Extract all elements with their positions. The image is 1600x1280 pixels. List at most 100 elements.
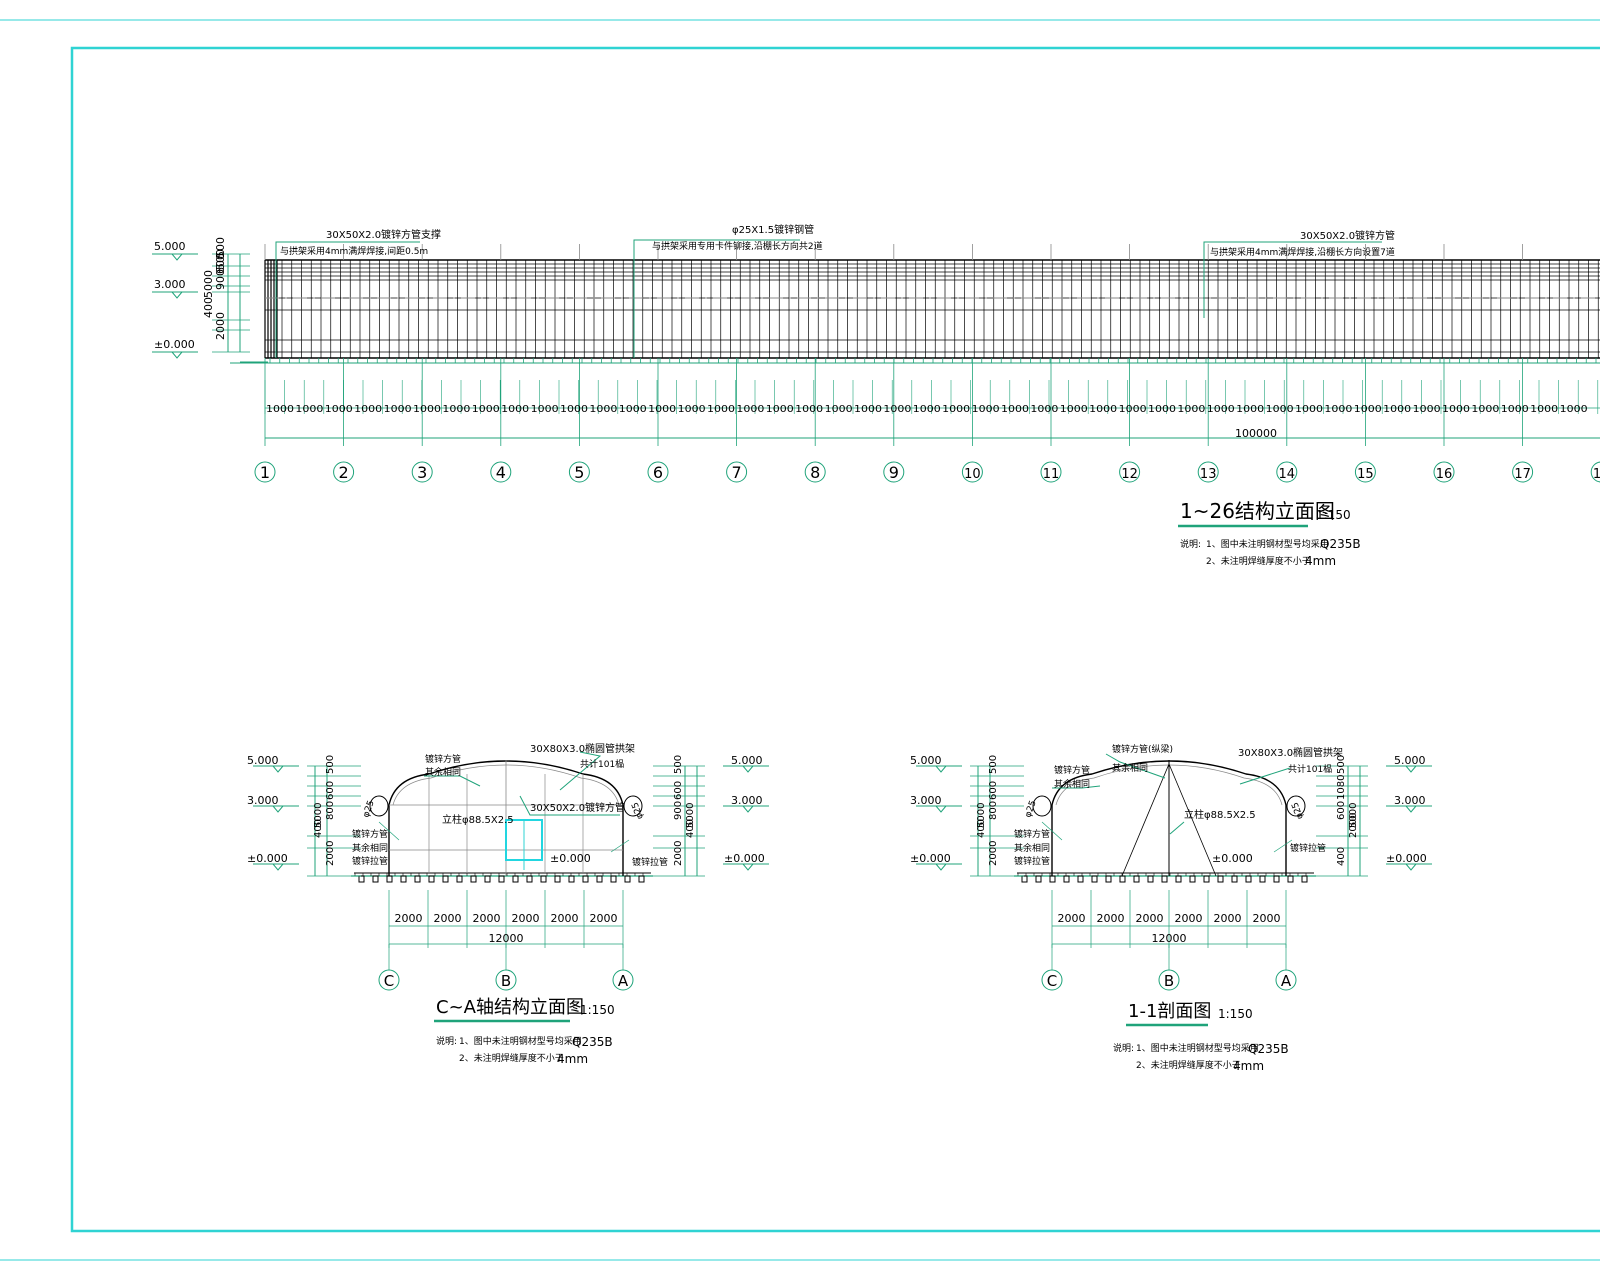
secB-bay-text-0: 2000 xyxy=(1058,912,1086,925)
section-1-1: 5006008005000400200050010806004005000200… xyxy=(916,753,1432,1027)
ca-level-mid-right: 3.000 xyxy=(731,794,763,807)
span-dim-text-38: 1000 xyxy=(1383,404,1411,415)
axis-bubble-1 xyxy=(254,461,276,483)
elevation-title: 1~26结构立面图 xyxy=(1180,499,1335,523)
s11-label-col-top: 镀锌方管 xyxy=(1054,764,1090,776)
secB-footing-1204 xyxy=(1203,875,1210,883)
axis-label-5: 5 xyxy=(574,463,584,482)
axis-bubble-10 xyxy=(961,461,983,483)
secA-footing-457 xyxy=(456,875,463,883)
vdim-text-3: 500 xyxy=(214,249,227,270)
secA-footing-401 xyxy=(400,875,407,883)
span-dim-text-13: 1000 xyxy=(648,404,676,415)
span-dim-text-8: 1000 xyxy=(501,404,529,415)
ca-notes-label: 说明: xyxy=(436,1035,457,1047)
secB-footing-1078 xyxy=(1077,875,1084,883)
secB-footing-1190 xyxy=(1189,875,1196,883)
s11-label-base-right: 镀锌拉管 xyxy=(1290,842,1326,854)
secB-brace-left xyxy=(1121,763,1170,877)
ca-label-square-tube: 30X50X2.0镀锌方管 xyxy=(530,801,625,814)
s11-label-arch-count: 共计101榀 xyxy=(1288,763,1332,775)
axis-bubble-8 xyxy=(804,461,826,483)
s11-notes-label: 说明: xyxy=(1113,1042,1134,1054)
s11-label-base3: 镀锌拉管 xyxy=(1014,855,1050,867)
ca-label-arch-count: 共计101榀 xyxy=(580,758,624,770)
secA-leader-base-right xyxy=(610,839,630,853)
span-dim-text-26: 1000 xyxy=(1030,404,1058,415)
s11-level-mid: 3.000 xyxy=(910,794,942,807)
s11-leader-column xyxy=(1169,821,1185,835)
secB-bay-text-3: 2000 xyxy=(1175,912,1203,925)
secB-vd-left-text-1: 600 xyxy=(988,781,999,800)
s11-label-top-pipe2: 其余相同 xyxy=(1112,762,1148,774)
secB-footing-1022 xyxy=(1021,875,1028,883)
secA-vd-right-text-1: 600 xyxy=(673,781,684,800)
ca-title: C~A轴结构立面图 xyxy=(436,997,584,1018)
s11-level-zero: ±0.000 xyxy=(910,852,951,865)
axis-label-9: 9 xyxy=(889,463,899,482)
secB-footing-1092 xyxy=(1091,875,1098,883)
span-dim-text-22: 1000 xyxy=(913,404,941,415)
ca-note-1: 1、图中未注明钢材型号均采用 xyxy=(459,1035,582,1047)
secB-bay-text-1: 2000 xyxy=(1097,912,1125,925)
secA-footing-499 xyxy=(498,875,505,883)
ca-note-1-value: Q235B xyxy=(572,1035,613,1049)
span-dim-text-6: 1000 xyxy=(442,404,470,415)
secA-axis-label-B: B xyxy=(501,972,511,990)
secB-lev5-left-triangle xyxy=(935,765,947,773)
secB-footing-1218 xyxy=(1217,875,1224,883)
span-dim-text-30: 1000 xyxy=(1148,404,1176,415)
secA-footing-429 xyxy=(428,875,435,883)
span-dim-text-29: 1000 xyxy=(1119,404,1147,415)
secB-vd-left-text-3: 5000 xyxy=(976,803,987,828)
secB-footing-1148 xyxy=(1147,875,1154,883)
ca-level-top-right: 5.000 xyxy=(731,754,763,767)
secA-vd-left-text-4: 400 xyxy=(313,819,324,838)
span-dim-text-15: 1000 xyxy=(707,404,735,415)
span-dim-text-32: 1000 xyxy=(1207,404,1235,415)
secB-footing-1050 xyxy=(1049,875,1056,883)
secA-footing-527 xyxy=(526,875,533,883)
ca-scale: 1:150 xyxy=(580,1003,615,1017)
axis-bubble-14 xyxy=(1276,461,1298,483)
elev-level-3-text: 3.000 xyxy=(154,278,186,291)
secB-vd-right-text-5: 2000 xyxy=(1348,813,1359,838)
ca-label-col-top2: 其余相同 xyxy=(425,766,461,778)
elev-level-0-text: ±0.000 xyxy=(154,338,195,351)
ca-level-zero: ±0.000 xyxy=(247,852,288,865)
vdim-text-5: 400 xyxy=(202,297,215,318)
span-dim-text-28: 1000 xyxy=(1089,404,1117,415)
axis-bubble-6 xyxy=(647,461,669,483)
s11-label-column: 立柱φ88.5X2.5 xyxy=(1184,808,1256,821)
elevation-axis-bubbles: 123456789101112131415161718 xyxy=(254,461,1600,483)
secB-footing-1288 xyxy=(1287,875,1294,883)
span-dim-text-12: 1000 xyxy=(619,404,647,415)
secA-footing-639 xyxy=(638,875,645,883)
secA-footing-387 xyxy=(386,875,393,883)
secA-footing-583 xyxy=(582,875,589,883)
s11-label-base2: 其余相同 xyxy=(1014,842,1050,854)
secB-lev3-left-triangle xyxy=(935,805,947,813)
secA-axis-label-C: C xyxy=(384,972,394,990)
span-dim-text-39: 1000 xyxy=(1413,404,1441,415)
secB-footing-1106 xyxy=(1105,875,1112,883)
secA-axis-bubble-A xyxy=(612,969,634,991)
ca-leader-arch xyxy=(559,751,602,791)
axis-bubble-12 xyxy=(1119,461,1141,483)
axis-label-12: 12 xyxy=(1121,467,1138,482)
span-dim-text-2: 1000 xyxy=(325,404,353,415)
axis-label-2: 2 xyxy=(339,463,349,482)
secA-lev5-left-triangle xyxy=(272,765,284,773)
secB-footing-1274 xyxy=(1273,875,1280,883)
secB-bay-text-2: 2000 xyxy=(1136,912,1164,925)
axis-bubble-4 xyxy=(490,461,512,483)
secB-footing-1260 xyxy=(1259,875,1266,883)
total-dimension-text: 100000 xyxy=(1235,427,1277,440)
secB-axis-bubble-B xyxy=(1158,969,1180,991)
secB-vd-right-text-1: 1080 xyxy=(1336,775,1347,800)
axis-label-17: 17 xyxy=(1514,467,1531,482)
span-dim-text-20: 1000 xyxy=(854,404,882,415)
secA-total-text: 12000 xyxy=(489,932,524,945)
axis-bubble-7 xyxy=(726,461,748,483)
